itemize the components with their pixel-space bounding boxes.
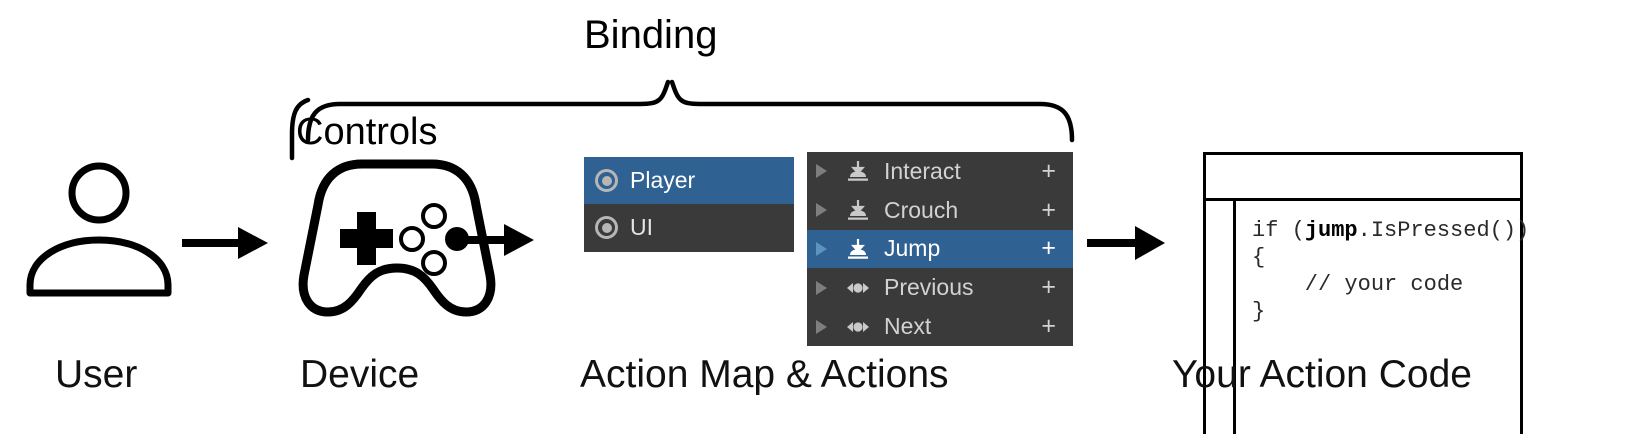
code-gutter xyxy=(1206,201,1236,434)
caption-action-map: Action Map & Actions xyxy=(580,353,949,396)
add-binding-button[interactable]: + xyxy=(1041,273,1056,302)
foldout-triangle-icon[interactable] xyxy=(816,241,827,256)
arrow-user-to-device xyxy=(182,227,268,259)
axis-action-icon xyxy=(847,282,869,293)
action-row-interact[interactable]: Interact + xyxy=(807,152,1073,191)
caption-device: Device xyxy=(300,353,420,396)
foldout-triangle-icon[interactable] xyxy=(816,203,827,218)
controls-label: Controls xyxy=(296,111,438,153)
action-map-radio-icon xyxy=(595,216,618,239)
action-row-previous[interactable]: Previous + xyxy=(807,268,1073,307)
action-map-label: Player xyxy=(630,167,696,193)
arrow-actions-to-code xyxy=(1087,226,1165,260)
action-label: Previous xyxy=(884,274,974,301)
controls-arrow-right-icon xyxy=(392,165,435,215)
arrow-device-to-actionmap xyxy=(457,224,534,256)
code-line: // your code xyxy=(1252,272,1464,297)
action-label: Interact xyxy=(884,157,961,184)
button-action-icon xyxy=(848,200,868,220)
add-binding-button[interactable]: + xyxy=(1041,312,1056,341)
action-label: Jump xyxy=(884,235,941,262)
action-label: Next xyxy=(884,313,932,340)
foldout-triangle-icon[interactable] xyxy=(816,280,827,295)
foldout-triangle-icon[interactable] xyxy=(816,319,827,334)
binding-label: Binding xyxy=(584,13,718,57)
button-action-icon xyxy=(848,238,868,259)
action-row-next[interactable]: Next + xyxy=(807,307,1073,346)
actions-panel: Interact + Crouch + Jump + xyxy=(807,152,1073,346)
action-maps-panel: Player UI xyxy=(584,157,794,252)
action-map-row-ui[interactable]: UI xyxy=(584,204,794,251)
action-map-radio-icon xyxy=(595,169,618,192)
axis-action-icon xyxy=(847,321,869,332)
code-line: if (jump.IsPressed()) xyxy=(1252,218,1530,243)
action-label: Crouch xyxy=(884,196,959,223)
add-binding-button[interactable]: + xyxy=(1041,234,1056,263)
button-action-icon xyxy=(848,161,868,182)
add-binding-button[interactable]: + xyxy=(1041,195,1056,224)
foldout-triangle-icon[interactable] xyxy=(816,164,827,179)
caption-your-action-code: Your Action Code xyxy=(1172,353,1472,396)
code-editor-window: if (jump.IsPressed()){ // your code} xyxy=(1203,152,1529,434)
caption-user: User xyxy=(55,353,138,396)
action-map-row-player[interactable]: Player xyxy=(584,157,794,204)
code-window-titlebar xyxy=(1206,155,1520,201)
code-line: { xyxy=(1252,245,1266,270)
gamepad-device-icon xyxy=(298,159,496,317)
action-row-crouch[interactable]: Crouch + xyxy=(807,191,1073,230)
user-person-icon xyxy=(26,162,172,297)
code-window-body: if (jump.IsPressed()){ // your code} xyxy=(1206,201,1529,434)
action-row-jump[interactable]: Jump + xyxy=(807,229,1073,269)
action-map-label: UI xyxy=(630,214,653,240)
controls-arrow-left-icon xyxy=(362,165,404,215)
add-binding-button[interactable]: + xyxy=(1041,156,1056,185)
code-text[interactable]: if (jump.IsPressed()){ // your code} xyxy=(1236,201,1529,434)
code-line: } xyxy=(1252,299,1266,324)
